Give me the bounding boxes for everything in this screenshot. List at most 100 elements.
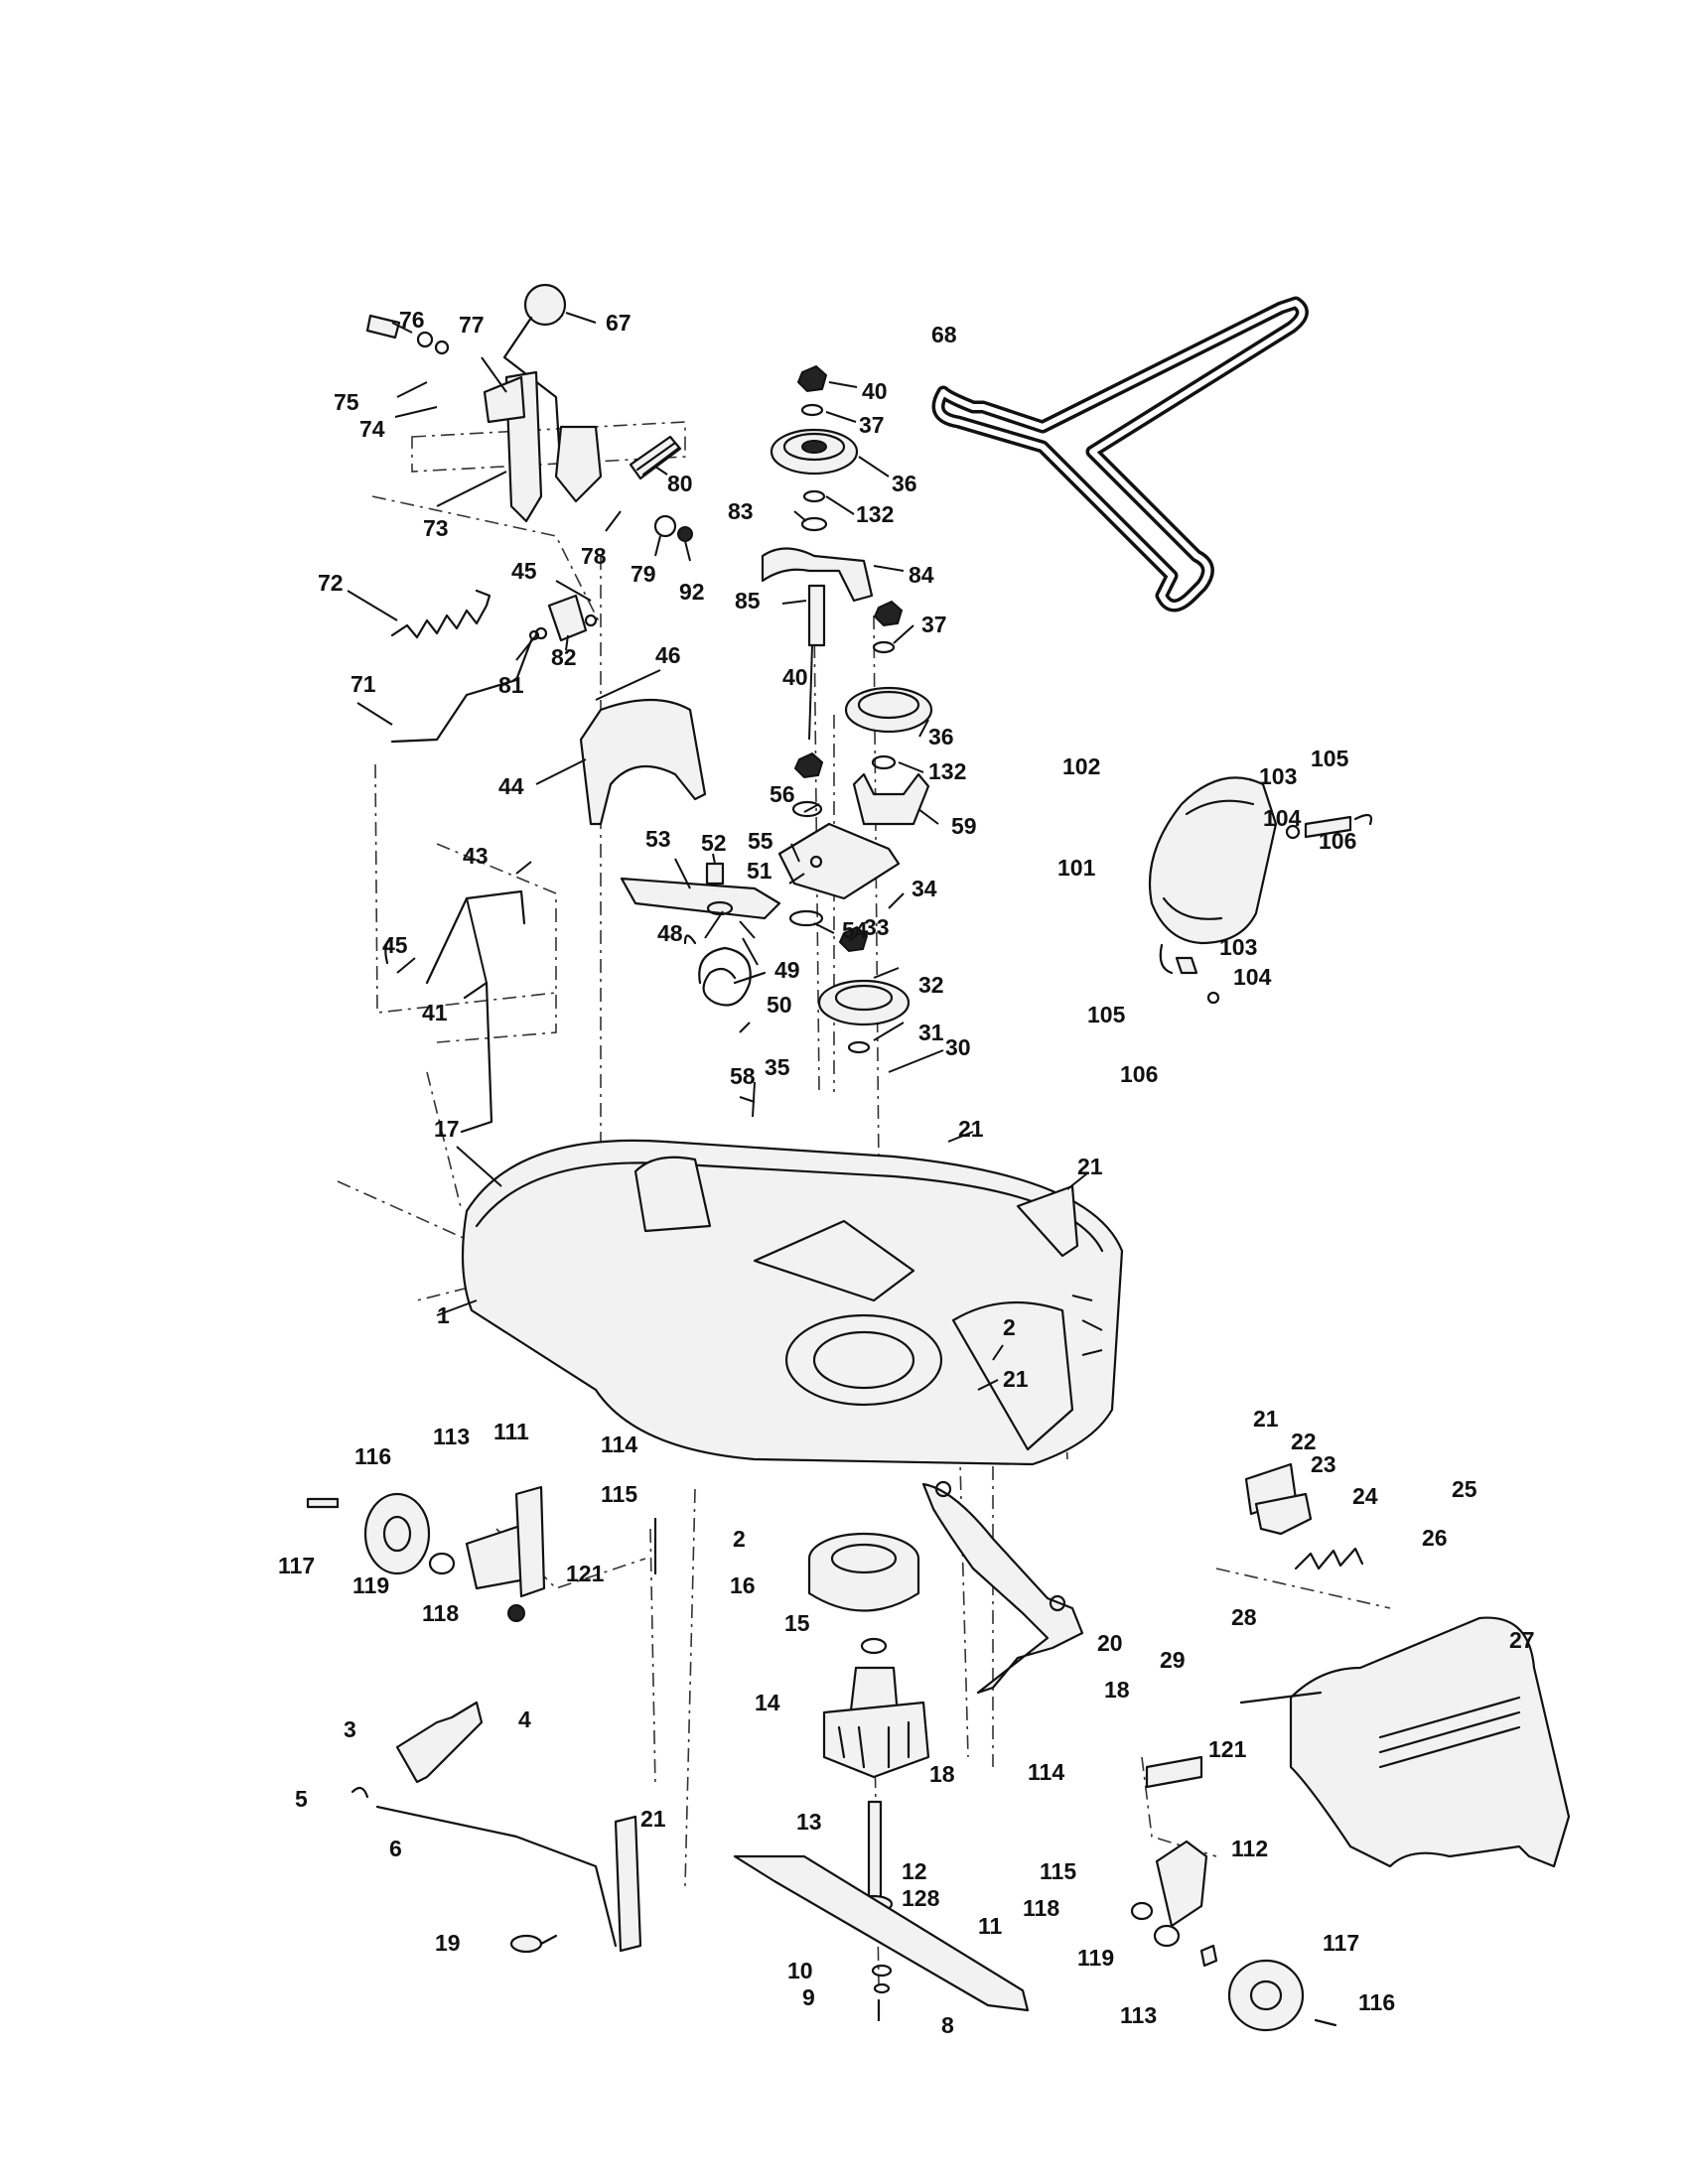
spindle-assembly: [822, 1637, 930, 1779]
callout-label: 78: [581, 543, 607, 569]
callout-label: 101: [1057, 855, 1096, 881]
callout-label: 104: [1263, 805, 1302, 831]
callout-label: 40: [862, 378, 888, 404]
callout-label: 105: [1311, 746, 1349, 771]
callout-label: 27: [1509, 1627, 1535, 1653]
callout-label: 36: [892, 471, 917, 496]
callout-label: 104: [1233, 964, 1272, 990]
callout-label: 84: [909, 562, 934, 588]
callout-label: 117: [278, 1553, 315, 1578]
torsion-spring: [683, 934, 767, 1007]
callout-label: 45: [511, 558, 537, 584]
callout-label: 85: [735, 588, 761, 614]
callout-label: 4: [518, 1706, 531, 1732]
callout-label: 37: [921, 612, 947, 637]
callout-labels: 67 68 76 77 75 74 73 78 79 80 92 40 37 3…: [278, 307, 1535, 2038]
callout-label: 6: [389, 1836, 402, 1861]
callout-label: 18: [929, 1761, 955, 1787]
idler-pulley-lower: [791, 600, 933, 826]
pivot-block: [534, 594, 598, 642]
callout-label: 30: [945, 1034, 971, 1060]
deck-hanger: [384, 936, 493, 1134]
deck-bracket: [1016, 1184, 1079, 1258]
callout-label: 15: [784, 1610, 810, 1636]
callout-label: 21: [640, 1806, 666, 1832]
lift-rod: [425, 889, 526, 985]
callout-label: 21: [1077, 1154, 1103, 1179]
callout-label: 53: [645, 826, 671, 852]
callout-label: 1: [437, 1302, 450, 1328]
callout-label: 18: [1104, 1677, 1130, 1703]
handle-grip: [629, 435, 682, 480]
callout-label: 21: [958, 1116, 984, 1142]
callout-label: 128: [902, 1885, 940, 1911]
drive-belt: [931, 296, 1309, 613]
callout-label: 119: [1077, 1945, 1114, 1971]
idler-pulley-upper: [761, 364, 874, 647]
mower-blade: [733, 1854, 1030, 2022]
callout-label: 19: [435, 1930, 461, 1956]
callout-label: 132: [928, 758, 966, 784]
chute-deflector: [1289, 1616, 1571, 1868]
callout-label: 121: [1208, 1736, 1247, 1762]
callout-label: 45: [382, 932, 408, 958]
drive-pulley: [817, 925, 911, 1054]
callout-label: 54: [842, 917, 868, 943]
callout-label: 8: [941, 2012, 954, 2038]
callout-label: 79: [631, 561, 656, 587]
lift-handle: [502, 283, 567, 478]
belt-guard: [579, 698, 707, 826]
callout-label: 113: [1120, 2002, 1157, 2028]
spindle-guard-ring: [807, 1532, 920, 1612]
callout-label: 82: [551, 644, 577, 670]
callout-label: 24: [1352, 1483, 1378, 1509]
callout-label: 36: [928, 724, 954, 750]
callout-label: 71: [351, 671, 376, 697]
callout-label: 132: [856, 501, 894, 527]
callout-label: 32: [918, 972, 944, 998]
callout-label: 14: [755, 1690, 780, 1715]
callout-label: 5: [295, 1786, 308, 1812]
callout-label: 119: [352, 1572, 389, 1598]
callout-label: 112: [1231, 1836, 1268, 1861]
callout-label: 21: [1253, 1406, 1279, 1432]
callout-label: 17: [434, 1116, 460, 1142]
washer-nut: [653, 514, 693, 542]
callout-label: 83: [728, 498, 754, 524]
callout-label: 23: [1311, 1451, 1336, 1477]
callout-label: 111: [493, 1419, 529, 1444]
callout-label: 20: [1097, 1630, 1123, 1656]
callout-label: 37: [859, 412, 885, 438]
idler-bracket: [620, 877, 781, 920]
chute-rod: [1239, 1691, 1323, 1705]
callout-label: 103: [1219, 934, 1257, 960]
callout-label: 81: [498, 672, 524, 698]
callout-label: 58: [730, 1063, 756, 1089]
callout-label: 106: [1120, 1061, 1158, 1087]
deck-arm: [921, 1480, 1084, 1695]
callout-label: 29: [1160, 1647, 1186, 1673]
mower-deck-housing: [461, 1139, 1124, 1466]
callout-label: 12: [902, 1858, 927, 1884]
discharge-chute: [1148, 776, 1373, 1005]
callout-label: 35: [765, 1054, 790, 1080]
callout-label: 74: [359, 416, 385, 442]
callout-label: 59: [951, 813, 977, 839]
callout-label: 67: [606, 310, 632, 336]
callout-label: 117: [1323, 1930, 1359, 1956]
callout-label: 2: [733, 1526, 746, 1552]
chute-bracket: [1244, 1462, 1313, 1536]
callout-label: 25: [1452, 1476, 1477, 1502]
callout-label: 105: [1087, 1002, 1126, 1027]
leader-lines: [347, 312, 1103, 1391]
callout-label: 51: [747, 858, 772, 884]
callout-label: 50: [767, 992, 792, 1018]
chute-spring: [1294, 1547, 1364, 1570]
callout-label: 34: [912, 876, 937, 901]
callout-label: 106: [1319, 828, 1356, 854]
callout-label: 114: [1028, 1759, 1064, 1785]
callout-label: 21: [1003, 1366, 1029, 1392]
callout-label: 92: [679, 579, 705, 605]
callout-label: 76: [399, 307, 425, 333]
